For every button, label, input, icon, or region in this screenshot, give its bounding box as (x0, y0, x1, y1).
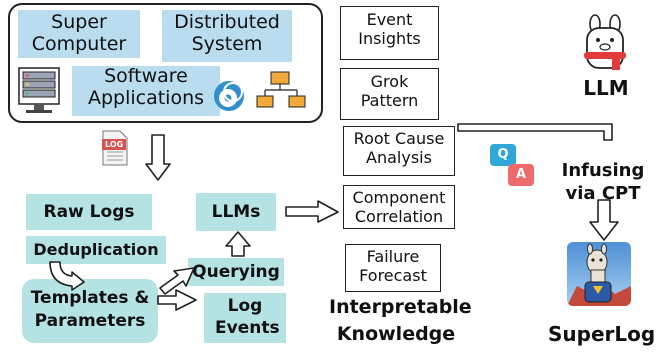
infusing-via-cpt-text: Infusing via CPT (561, 160, 645, 204)
root-cause-box: Root Cause Analysis (343, 126, 455, 176)
root-cause-text: Root Cause Analysis (353, 129, 445, 168)
llama-icon (578, 12, 634, 72)
log-badge: LOG (102, 139, 127, 150)
server-computer-icon (18, 67, 60, 113)
superlog-llama-image (567, 242, 631, 306)
templates-parameters-label: Templates & Parameters (22, 279, 158, 343)
question-bubble: Q (490, 144, 516, 166)
infusing-via-cpt-label: Infusing via CPT (553, 160, 653, 205)
qa-icon: Q A (490, 144, 536, 190)
arrow-querying-to-llms (225, 231, 251, 257)
llms-label: LLMs (196, 193, 276, 231)
log-events-text: Log Events (215, 296, 280, 339)
component-correlation-box: Component Correlation (343, 185, 455, 229)
component-correlation-text: Component Correlation (352, 188, 446, 227)
raw-logs-label: Raw Logs (26, 194, 152, 230)
querying-label: Querying (188, 258, 284, 286)
deduplication-text: Deduplication (33, 240, 159, 259)
superlog-label: SuperLog (548, 322, 656, 346)
super-computer-text: Super Computer (31, 11, 127, 55)
arrow-sources-to-rawlogs (145, 134, 171, 181)
querying-text: Querying (192, 262, 280, 282)
arrow-llms-to-knowledge (285, 200, 339, 223)
distributed-system-text: Distributed System (174, 11, 280, 55)
software-applications-text: Software Applications (87, 65, 205, 109)
failure-forecast-box: Failure Forecast (345, 244, 441, 292)
llms-text: LLMs (211, 202, 261, 222)
arrow-templates-to-events (157, 289, 197, 311)
sources-panel (8, 3, 323, 123)
raw-logs-text: Raw Logs (43, 202, 135, 222)
failure-forecast-text: Failure Forecast (359, 247, 427, 286)
event-insights-text: Event Insights (358, 10, 421, 49)
grok-pattern-text: Grok Pattern (360, 72, 419, 111)
network-icon (256, 71, 306, 108)
llm-label: LLM (583, 76, 629, 100)
arrow-dedup-to-templates (49, 261, 85, 291)
event-insights-box: Event Insights (340, 6, 439, 60)
interpretable-knowledge-title: Interpretable Knowledge (326, 294, 472, 347)
templates-parameters-text: Templates & Parameters (30, 288, 150, 331)
arrow-templates-to-querying (159, 267, 195, 295)
arrow-knowledge-to-infusing (457, 123, 613, 141)
deduplication-label: Deduplication (26, 236, 166, 264)
distributed-system-label: Distributed System (162, 10, 292, 62)
log-events-label: Log Events (204, 293, 286, 343)
log-file-icon: LOG (101, 130, 129, 166)
grok-pattern-box: Grok Pattern (340, 68, 439, 120)
interpretable-knowledge-text: Interpretable Knowledge (329, 296, 472, 345)
software-disc-icon (214, 81, 244, 111)
arrow-infusing-to-superlog (589, 199, 619, 241)
software-applications-label: Software Applications (72, 65, 220, 116)
answer-bubble: A (508, 164, 534, 186)
super-computer-label: Super Computer (18, 10, 140, 58)
